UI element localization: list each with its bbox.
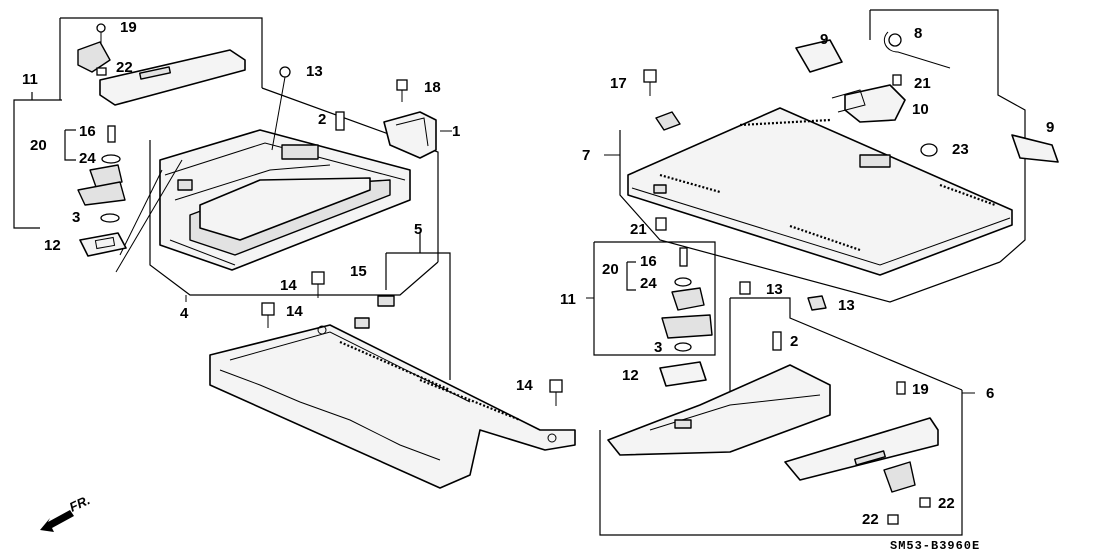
part-bracket-1: [383, 111, 437, 159]
callout-19-left: 19: [120, 19, 137, 36]
callout-10: 10: [912, 101, 929, 118]
callout-23: 23: [952, 141, 969, 158]
callout-2-right: 2: [790, 333, 798, 350]
callout-22-left: 22: [116, 59, 133, 76]
callout-15: 15: [350, 263, 367, 280]
callout-9-top: 9: [820, 31, 828, 48]
callout-24-right: 24: [640, 275, 657, 292]
part-main-board: [627, 31, 1059, 276]
callout-14-mid: 14: [286, 303, 303, 320]
callout-8: 8: [914, 25, 922, 42]
callout-13-left: 13: [306, 63, 323, 80]
right-fasteners: [659, 247, 827, 387]
callout-22-bottom: 22: [862, 511, 879, 528]
callout-20-left: 20: [30, 137, 47, 154]
callout-12-right: 12: [622, 367, 639, 384]
callout-9-right: 9: [1046, 119, 1054, 136]
diagram-code: SM53-B3960E: [890, 539, 980, 553]
callout-24-left: 24: [79, 150, 96, 167]
callout-22-right: 22: [938, 495, 955, 512]
callout-6: 6: [986, 385, 994, 402]
callout-13-lower-right: 13: [838, 297, 855, 314]
front-direction-label: FR.: [67, 492, 92, 514]
callout-14-top: 14: [280, 277, 297, 294]
callout-21-mid: 21: [630, 221, 647, 238]
callout-21-top: 21: [914, 75, 931, 92]
callout-14-right: 14: [516, 377, 533, 394]
left-fasteners: [77, 66, 408, 257]
callout-5: 5: [414, 221, 422, 238]
callout-16-left: 16: [79, 123, 96, 140]
callout-18: 18: [424, 79, 441, 96]
part-upper-left-lid: [77, 23, 246, 106]
callout-13-lower-left: 13: [766, 281, 783, 298]
callout-4: 4: [180, 305, 189, 322]
front-direction-arrow: [40, 510, 74, 532]
callout-3-left: 3: [72, 209, 80, 226]
part-left-tray: [115, 129, 411, 273]
callout-7: 7: [582, 147, 590, 164]
callout-20-right: 20: [602, 261, 619, 278]
callout-1: 1: [452, 123, 460, 140]
callout-3-right: 3: [654, 339, 662, 356]
callout-19-right: 19: [912, 381, 929, 398]
callout-11-left: 11: [22, 71, 38, 88]
part-right-tray: [607, 364, 939, 525]
callout-labels: 19 22 13 18 2 1 11 16 20 24 3 12 4 5 15 …: [22, 19, 1054, 553]
callout-12-left: 12: [44, 237, 61, 254]
callout-11-right: 11: [560, 291, 576, 308]
part-left-rail: [209, 271, 576, 489]
callout-2-left: 2: [318, 111, 326, 128]
callout-17: 17: [610, 75, 627, 92]
callout-16-right: 16: [640, 253, 657, 270]
